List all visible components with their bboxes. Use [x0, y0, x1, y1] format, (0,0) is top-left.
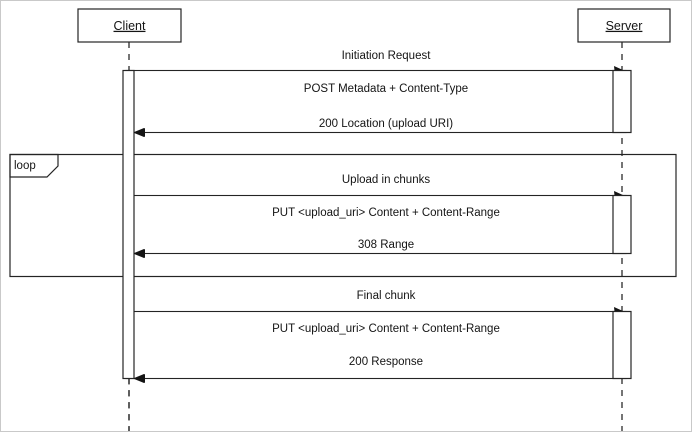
activation-bar-server-final-chunk	[612, 310, 632, 380]
message-group-final-chunk: Final chunk PUT <upload_uri> Content + C…	[125, 290, 632, 383]
arrowhead-308-range-top	[134, 249, 145, 258]
activation-bar-client	[122, 69, 135, 380]
message-label-200-location: 200 Location (upload URI)	[319, 118, 453, 130]
loop-fragment[interactable]: loop	[9, 153, 677, 278]
final-chunk-message-frame	[125, 310, 627, 380]
message-group-initiation: Initiation Request POST Metadata + Conte…	[125, 50, 632, 137]
group-header-upload-chunks: Upload in chunks	[342, 174, 430, 186]
participant-client-box	[77, 8, 182, 43]
message-label-post-metadata: POST Metadata + Content-Type	[304, 83, 468, 95]
message-label-308-range: 308 Range	[358, 239, 414, 251]
loop-fragment-tab	[9, 153, 59, 178]
message-label-put-final-chunk: PUT <upload_uri> Content + Content-Range	[272, 323, 500, 335]
activation-bar-server-initiation	[612, 69, 632, 134]
participant-server-label: Server	[606, 19, 643, 33]
participant-server-box	[577, 8, 671, 43]
arrowhead-200-response-top	[134, 374, 145, 383]
message-label-200-response: 200 Response	[349, 356, 423, 368]
group-header-final-chunk: Final chunk	[357, 290, 416, 302]
arrowhead-200-location-top	[134, 128, 145, 137]
participant-client[interactable]: Client	[77, 8, 182, 43]
participant-client-label: Client	[114, 19, 146, 33]
loop-fragment-label: loop	[14, 160, 36, 172]
group-header-initiation: Initiation Request	[342, 50, 432, 62]
message-group-upload-chunks: Upload in chunks PUT <upload_uri> Conten…	[125, 174, 632, 258]
message-label-put-chunk: PUT <upload_uri> Content + Content-Range	[272, 207, 500, 219]
participant-server[interactable]: Server	[577, 8, 671, 43]
activation-bar-server-upload-chunks	[612, 194, 632, 255]
loop-fragment-frame	[9, 153, 677, 278]
